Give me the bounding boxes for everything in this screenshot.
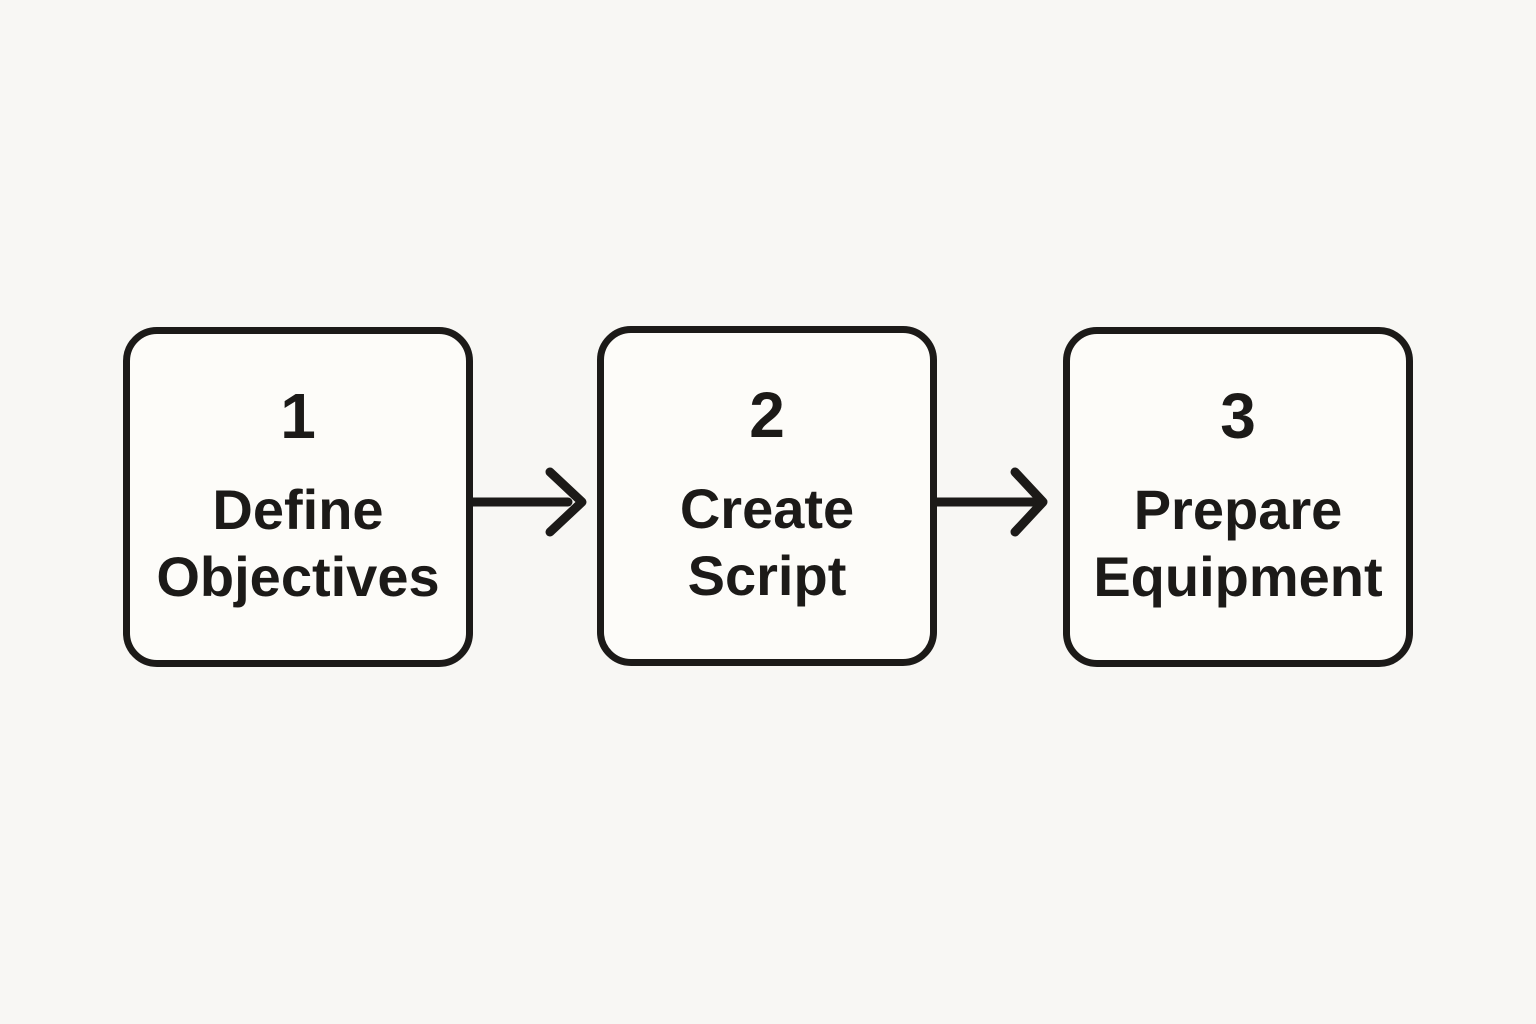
step-box-define-objectives: 1 Define Objectives — [123, 327, 473, 667]
arrow-right-icon — [473, 467, 587, 537]
step-box-create-script: 2 Create Script — [597, 326, 937, 666]
step-label: Prepare Equipment — [1093, 477, 1383, 608]
step-label: Create Script — [679, 476, 855, 607]
step-box-prepare-equipment: 3 Prepare Equipment — [1063, 327, 1413, 667]
step-number: 1 — [280, 379, 316, 452]
step-label: Define Objectives — [156, 477, 440, 608]
step-number: 3 — [1220, 379, 1256, 452]
step-number: 2 — [749, 378, 785, 451]
arrow-right-icon — [937, 467, 1048, 537]
